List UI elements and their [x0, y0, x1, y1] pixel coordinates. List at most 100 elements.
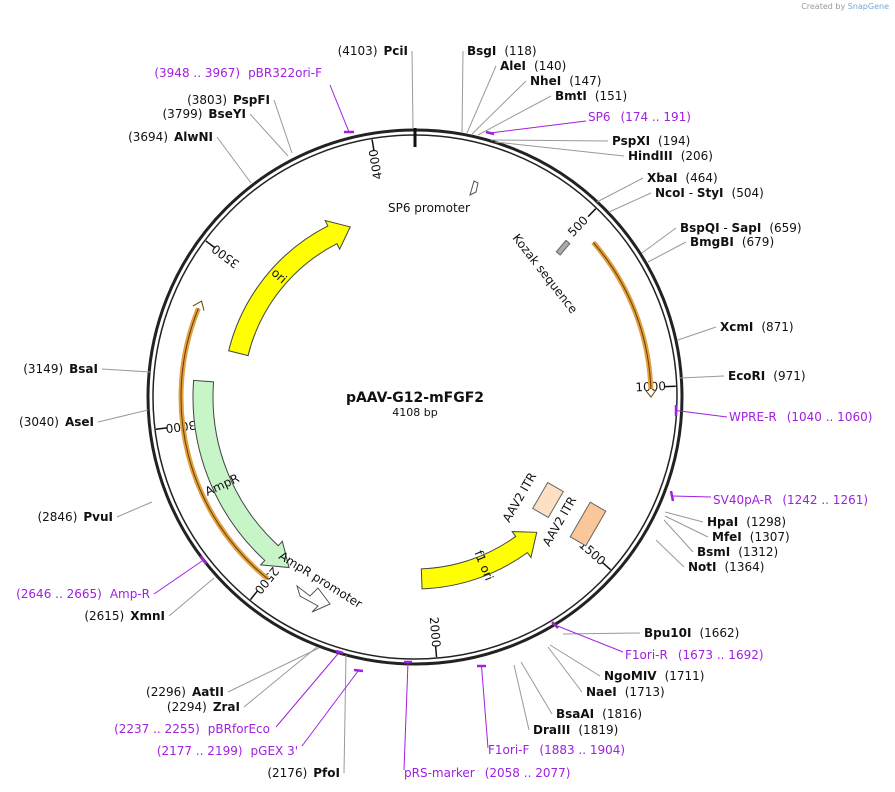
ampr-promoter-arrow: [296, 584, 331, 613]
primer-range: (1242 .. 1261): [782, 493, 868, 507]
restriction-site-bmgbi: BmgBI (679): [690, 235, 774, 249]
primer-name: Amp-R: [110, 587, 150, 601]
sp6-promoter-label: SP6 promoter: [388, 201, 470, 215]
tick-label: 2000: [427, 616, 443, 648]
restriction-site-hindiii: HindIII(206): [628, 149, 713, 163]
site-position: (659): [769, 221, 801, 235]
aav2-itr-box: [532, 481, 564, 519]
primer-sv40pa-r: SV40pA-R (1242 .. 1261): [713, 493, 868, 507]
site-position: (1819): [578, 723, 618, 737]
site-name: BsaAI: [556, 707, 594, 721]
f1-ori-feature: [420, 531, 538, 590]
primer-range: (1883 .. 1904): [539, 743, 625, 757]
site-leader-line: [655, 539, 685, 568]
restriction-site-layer: (4103) PciI BsgI(118)AleI (140)NheI(147)Bmt…: [19, 44, 806, 780]
site-name: DraIII: [533, 723, 570, 737]
site-name: PspFI: [233, 93, 270, 107]
site-leader-line: [477, 95, 552, 136]
site-leader-line: [562, 632, 641, 635]
site-leader-line: [677, 326, 717, 341]
primer-name: F1ori-F: [488, 743, 529, 757]
site-position: (4103): [338, 44, 378, 58]
snapgene-logo: SnapGene: [847, 2, 889, 11]
restriction-site-ecori: EcoRI(971): [728, 369, 806, 383]
site-position: (2176): [267, 766, 307, 780]
primer-range: (2646 .. 2665): [16, 587, 102, 601]
site-name: NcoI: [655, 186, 685, 200]
site-position: (3149): [23, 362, 63, 376]
site-leader-line: [679, 375, 725, 379]
primer-leader-line: [403, 661, 409, 771]
restriction-site-nhei: NheI(147): [530, 74, 601, 88]
site-leader-line: [490, 139, 609, 142]
tick-mark: [155, 427, 168, 430]
restriction-site-bmti: BmtI(151): [555, 89, 627, 103]
primer-name: pBRforEco: [208, 722, 270, 736]
site-name: PfoI: [313, 766, 340, 780]
site-leader-line: [343, 654, 347, 774]
site-leader-line: [466, 65, 497, 134]
site-name: AleI: [500, 59, 526, 73]
sp6-promoter-arrow: [469, 180, 479, 196]
tick-label: 500: [565, 213, 591, 239]
primer-leader-line: [153, 559, 204, 595]
primer-name: SP6: [588, 110, 611, 124]
site-leader-line: [273, 99, 293, 154]
primer-name: F1ori-R: [625, 648, 668, 662]
site-leader-line: [641, 227, 677, 254]
site-separator: -: [720, 221, 732, 235]
site-name: ZraI: [213, 700, 240, 714]
primer-wpre-r: WPRE-R(1040 .. 1060): [729, 410, 872, 424]
site-name: PspXI: [612, 134, 650, 148]
site-position: (2296): [146, 685, 186, 699]
ori-feature: [228, 219, 351, 357]
restriction-site-pspxi: PspXI(194): [612, 134, 690, 148]
restriction-site-pfoi: (2176) PfoI: [267, 766, 340, 780]
site-leader-line: [596, 177, 644, 203]
credit-prefix: Created by: [801, 2, 846, 11]
site-name: AatII: [192, 685, 224, 699]
primer-name: SV40pA-R: [713, 493, 772, 507]
site-leader-line: [547, 646, 583, 693]
restriction-site-draiii: DraIII (1819): [533, 723, 618, 737]
site-position: (206): [681, 149, 713, 163]
site-position: (504): [732, 186, 764, 200]
tick-mark: [587, 208, 597, 218]
restriction-site-bsgi: BsgI(118): [467, 44, 537, 58]
ampr-cds-arrowhead: [192, 300, 205, 311]
site-position: (679): [742, 235, 774, 249]
site-position: (1713): [625, 685, 665, 699]
site-leader-line: [461, 50, 464, 134]
site-name: PciI: [384, 44, 409, 58]
site-leader-line: [513, 664, 530, 731]
restriction-site-xmni: (2615) XmnI: [84, 609, 165, 623]
site-name: SapI: [732, 221, 762, 235]
site-position: (2615): [84, 609, 124, 623]
restriction-site-hpai: HpaI(1298): [707, 515, 786, 529]
site-position: (2294): [167, 700, 207, 714]
site-position: (1364): [725, 560, 765, 574]
site-name: XbaI: [647, 171, 677, 185]
primer-range: (2058 .. 2077): [485, 766, 571, 780]
primer-leader-line: [671, 495, 712, 498]
site-position: (140): [534, 59, 566, 73]
insert-cds-outline: [591, 240, 654, 390]
restriction-site-naei: NaeI(1713): [586, 685, 665, 699]
primer-range: (2177 .. 2199): [157, 744, 243, 758]
site-name: AlwNI: [174, 130, 213, 144]
site-name: XmnI: [130, 609, 165, 623]
site-leader-line: [663, 519, 694, 553]
primer-range: (3948 .. 3967): [154, 66, 240, 80]
site-name: BmgBI: [690, 235, 734, 249]
site-leader-line: [647, 241, 687, 263]
site-name: NheI: [530, 74, 561, 88]
site-position: (2846): [37, 510, 77, 524]
kozak-sequence-box: [555, 239, 571, 256]
site-leader-line: [101, 368, 151, 373]
snapgene-credit: Created by SnapGene: [801, 2, 889, 11]
restriction-site-bpu10i: Bpu10I(1662): [644, 626, 739, 640]
restriction-site-asei: (3040)AseI: [19, 415, 94, 429]
primer-range: (2237 .. 2255): [114, 722, 200, 736]
site-name: BsmI: [697, 545, 730, 559]
